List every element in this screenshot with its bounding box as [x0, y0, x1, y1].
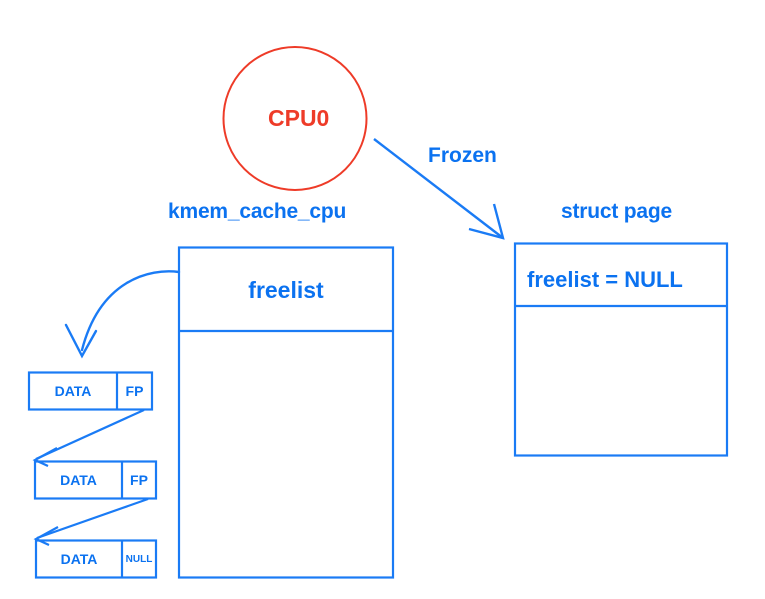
frozen-edge-label: Frozen: [428, 144, 497, 167]
object-2-to-3-arrow-line: [36, 497, 149, 540]
freelist-object-2-pointer-label: FP: [130, 472, 148, 488]
freelist-object-3-pointer-label: NULL: [125, 554, 153, 565]
kmem-cache-cpu-freelist-label: freelist: [248, 277, 324, 303]
freelist-object-1-pointer-label: FP: [125, 383, 144, 399]
struct-page-freelist-label: freelist = NULL: [527, 267, 683, 292]
frozen-arrow-line: [373, 138, 504, 239]
object-1-to-2-arrow-head: [32, 447, 58, 467]
freelist-object-1-box: [27, 371, 154, 411]
object-2-to-3-arrow-head: [33, 526, 59, 546]
cpu0-circle: [222, 46, 368, 191]
cpu0-label: CPU0: [268, 105, 330, 131]
struct-page-heading: struct page: [561, 200, 672, 223]
freelist-curve-head: [64, 323, 98, 359]
kmem-cache-cpu-heading: kmem_cache_cpu: [168, 200, 347, 223]
freelist-curve-line: [80, 270, 181, 352]
struct-page-box: [513, 242, 729, 457]
freelist-object-3-box: [34, 539, 158, 579]
frozen-arrow-head: [468, 203, 505, 240]
freelist-object-1-data-label: DATA: [54, 383, 92, 399]
freelist-object-2-box: [33, 460, 158, 500]
kmem-cache-cpu-box: [177, 246, 395, 579]
freelist-object-2-data-label: DATA: [60, 472, 97, 488]
freelist-object-3-data-label: DATA: [60, 551, 98, 567]
